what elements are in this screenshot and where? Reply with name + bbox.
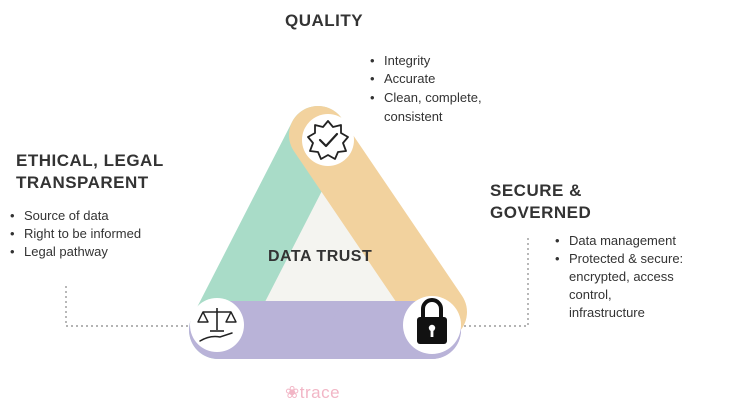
brand-logo: ❀trace	[285, 383, 340, 403]
ethical-band	[189, 106, 347, 359]
list-item: Source of data	[10, 207, 141, 225]
list-item: Legal pathway	[10, 243, 141, 261]
verified-badge-icon	[302, 114, 354, 166]
ethical-bullet-list: Source of data Right to be informed Lega…	[10, 207, 141, 261]
list-item: Right to be informed	[10, 225, 141, 243]
secure-heading: SECURE & GOVERNED	[490, 181, 592, 222]
list-item: Data management	[555, 232, 683, 250]
scales-of-justice-icon	[190, 298, 244, 352]
padlock-icon	[403, 296, 461, 354]
brand-mark-icon: ❀	[285, 383, 300, 402]
quality-bullet-list: Integrity Accurate Clean, complete, cons…	[370, 52, 482, 126]
ethical-heading: ETHICAL, LEGAL TRANSPARENT	[16, 151, 164, 192]
secure-bullet-list: Data management Protected & secure: encr…	[555, 232, 683, 322]
list-item: Clean, complete, consistent	[370, 88, 482, 126]
list-item: Integrity	[370, 52, 482, 70]
list-item: Protected & secure: encrypted, access co…	[555, 250, 683, 322]
secure-connector-line	[450, 238, 529, 327]
center-label: DATA TRUST	[268, 248, 373, 265]
list-item: Accurate	[370, 70, 482, 88]
quality-band	[289, 106, 467, 341]
quality-heading: QUALITY	[285, 11, 364, 30]
ethical-connector-line	[65, 286, 200, 327]
brand-name: trace	[299, 383, 341, 402]
